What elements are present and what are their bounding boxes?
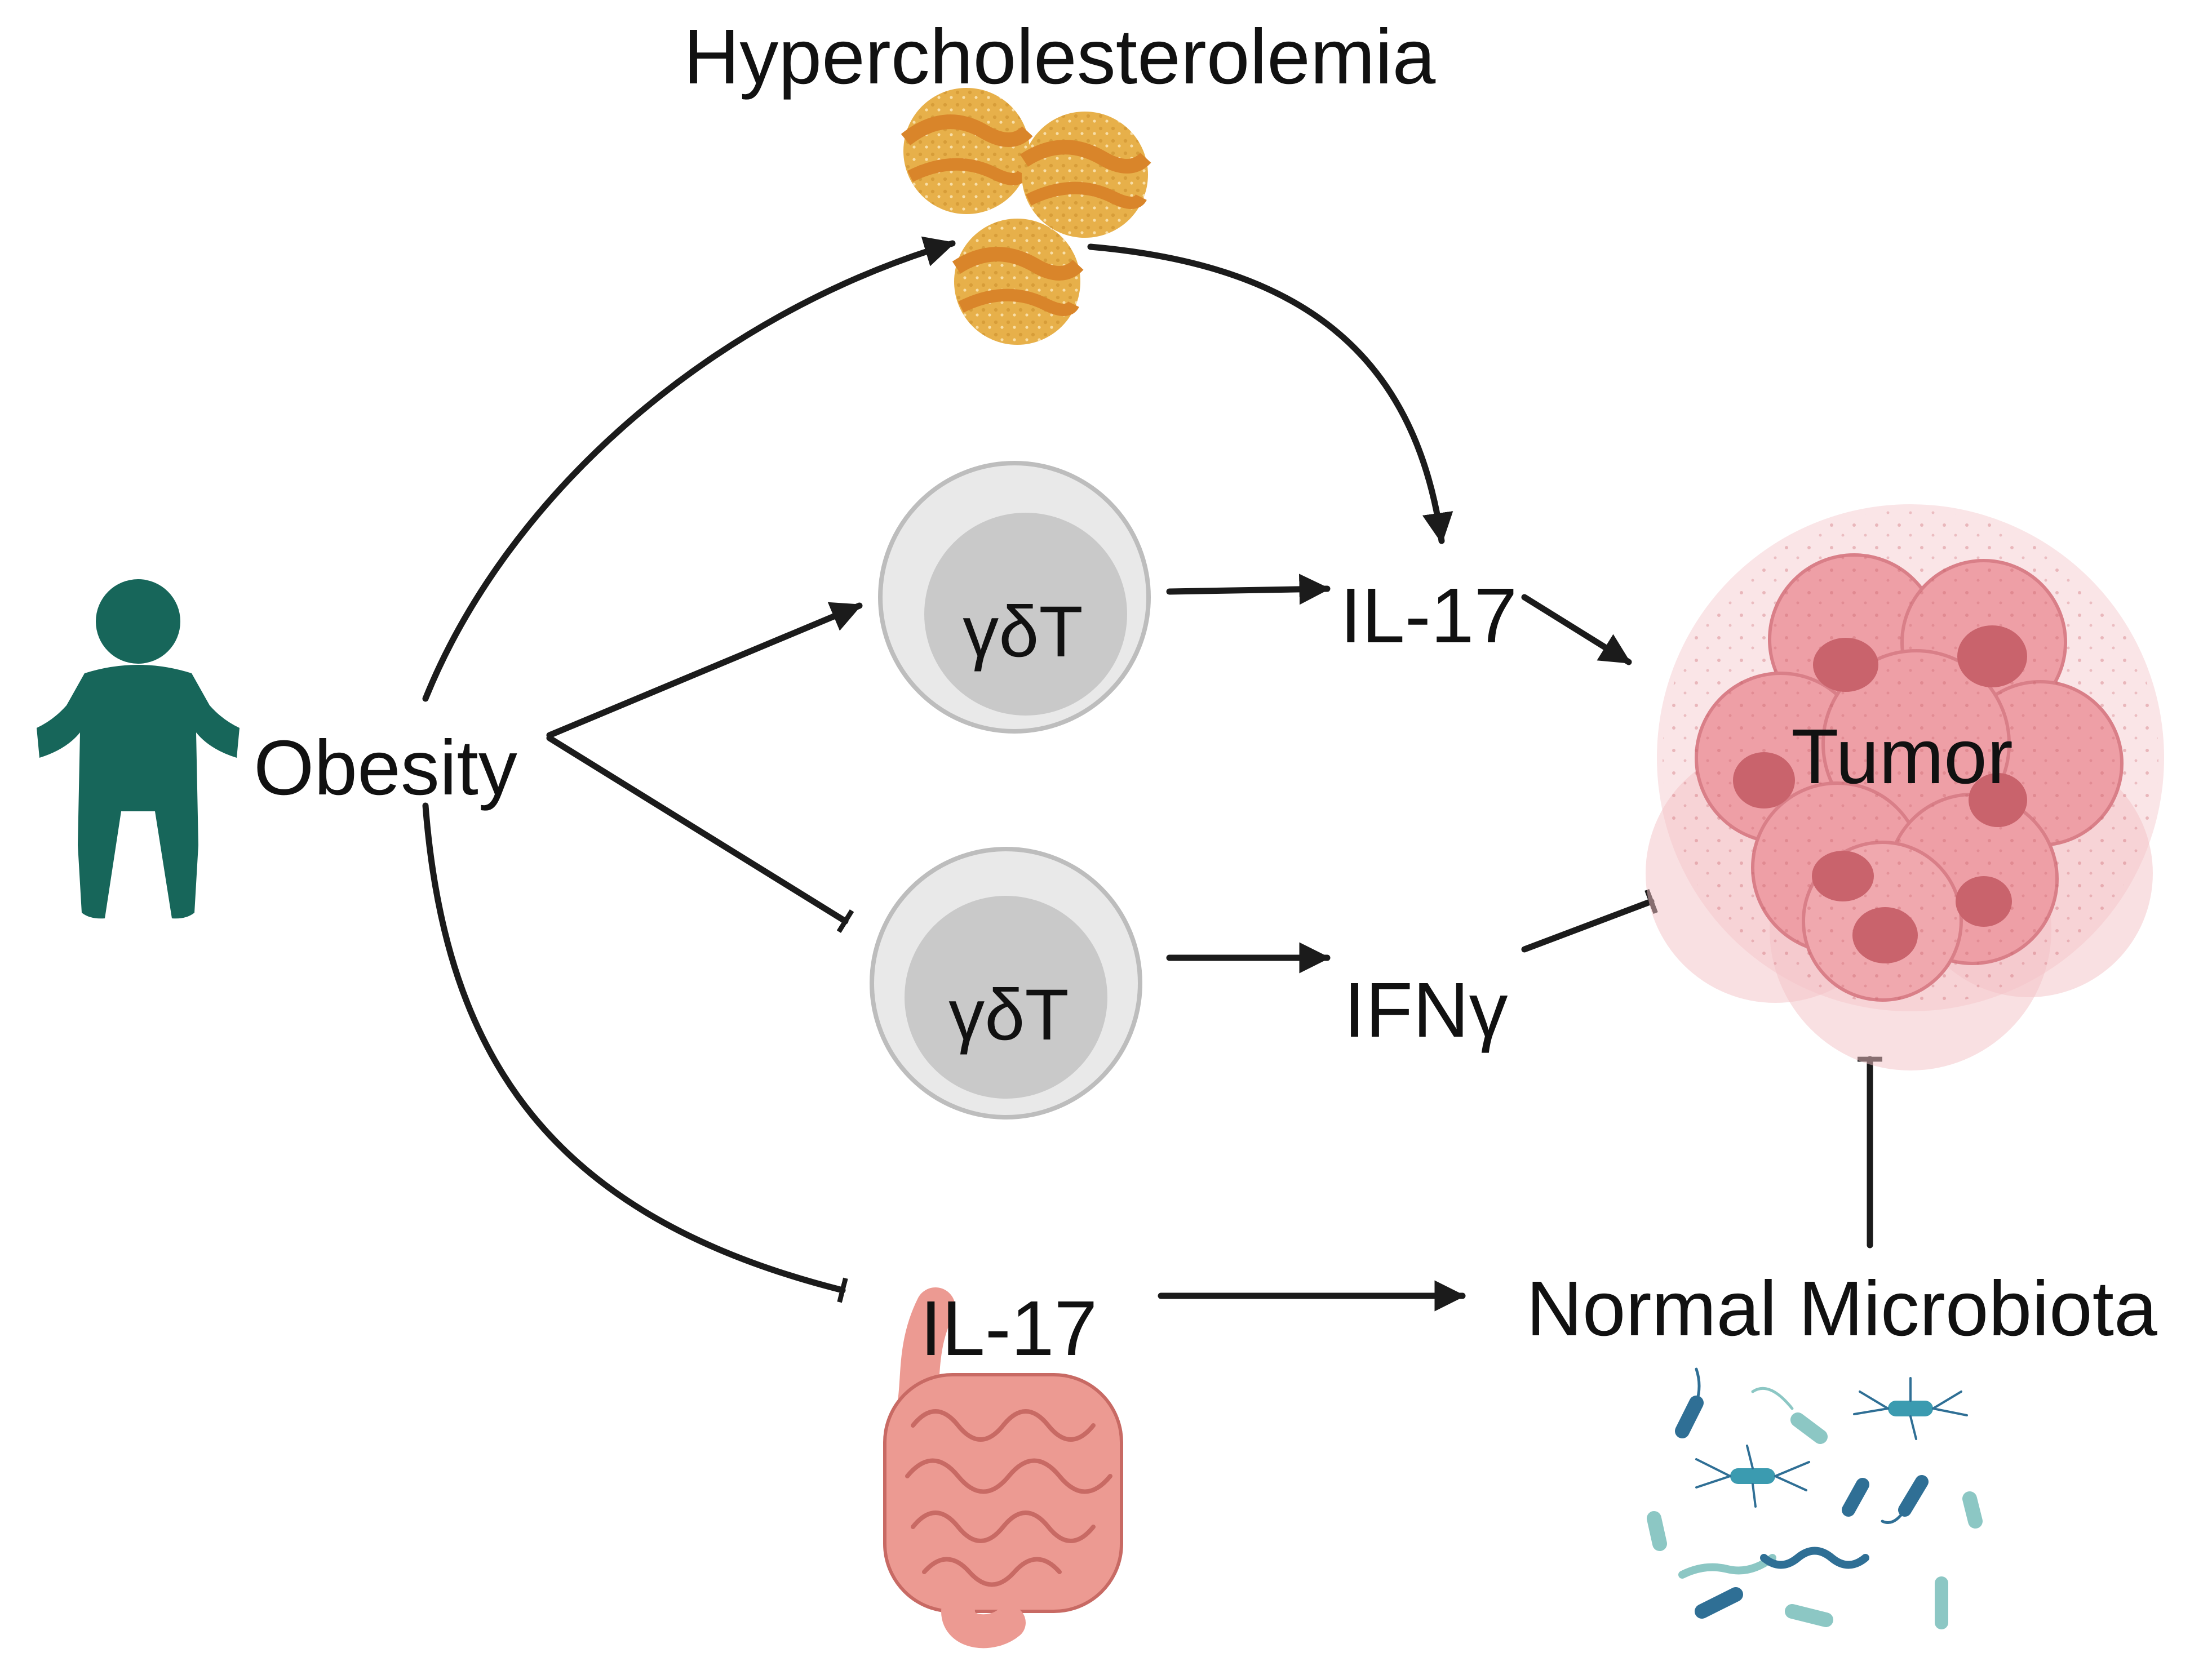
edge-obesity-inhibits-gdt-lower bbox=[546, 735, 854, 934]
edge-hypercholesterolemia-to-il17 bbox=[1087, 243, 1453, 544]
edge-gdt-upper-to-il17 bbox=[1166, 574, 1331, 605]
gamma-delta-t-cell-icon-upper bbox=[878, 461, 1151, 734]
label-hypercholesterolemia: Hypercholesterolemia bbox=[684, 14, 1436, 100]
edge-obesity-to-hypercholesterolemia bbox=[422, 236, 956, 702]
label-il17-upper: IL-17 bbox=[1340, 572, 1518, 659]
edge-obesity-inhibits-il17-intestine bbox=[422, 802, 848, 1303]
label-tumor: Tumor bbox=[1791, 713, 2013, 800]
label-il17-lower: IL-17 bbox=[920, 1285, 1098, 1372]
edges bbox=[422, 236, 1882, 1312]
gamma-delta-t-cell-icon-lower bbox=[870, 847, 1142, 1119]
tumor-cell-cluster-icon bbox=[1646, 504, 2164, 1070]
cholesterol-particle-icon bbox=[901, 88, 1151, 345]
label-ifng: IFNγ bbox=[1344, 967, 1508, 1054]
label-normal-microbiota: Normal Microbiota bbox=[1526, 1265, 2157, 1352]
intestine-icon bbox=[883, 1287, 1123, 1649]
edge-obesity-to-gdt-upper bbox=[546, 602, 863, 739]
label-gdt-lower: γδT bbox=[948, 975, 1069, 1055]
label-gdt-upper: γδT bbox=[963, 592, 1083, 672]
bacteria-icon bbox=[1647, 1367, 1983, 1629]
edge-il17-to-tumor bbox=[1521, 594, 1632, 665]
obese-person-icon bbox=[37, 579, 240, 919]
edge-ifng-inhibits-tumor bbox=[1521, 888, 1658, 953]
label-obesity: Obesity bbox=[254, 725, 517, 811]
